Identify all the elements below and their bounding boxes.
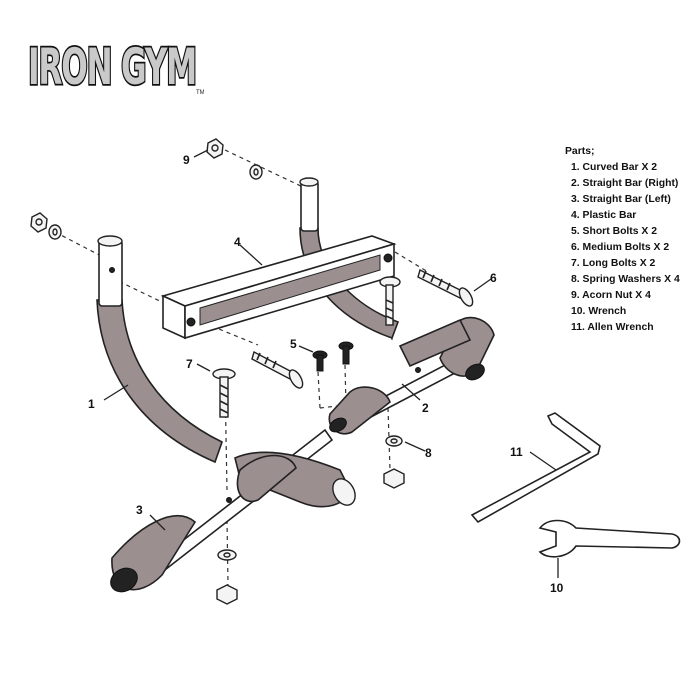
acorn-nut-group-left bbox=[30, 212, 62, 240]
callout-6: 6 bbox=[490, 271, 497, 285]
medium-bolt-upper bbox=[379, 276, 401, 326]
callout-7: 7 bbox=[186, 357, 193, 371]
straight-bar-right bbox=[328, 316, 495, 435]
callout-1: 1 bbox=[88, 397, 95, 411]
parts-list-item: 6. Medium Bolts X 2 bbox=[571, 242, 670, 253]
parts-list-item: 7. Long Bolts X 2 bbox=[571, 258, 656, 269]
assembly-guide-lines bbox=[54, 149, 429, 586]
acorn-nut-icon bbox=[383, 468, 405, 489]
callout-11: 11 bbox=[510, 445, 523, 459]
parts-list-title: Parts; bbox=[565, 146, 595, 157]
logo-trademark: TM bbox=[196, 90, 204, 96]
allen-wrench bbox=[470, 412, 601, 524]
parts-list: Parts; 1. Curved Bar X 2 2. Straight Bar… bbox=[565, 144, 695, 336]
acorn-nut-group-right bbox=[206, 138, 263, 180]
acorn-nut-icon bbox=[216, 584, 238, 605]
callout-8: 8 bbox=[425, 446, 432, 460]
parts-list-item: 8. Spring Washers X 4 bbox=[571, 274, 680, 285]
curved-bar-front bbox=[96, 235, 223, 464]
callout-10: 10 bbox=[550, 581, 564, 595]
parts-list-item: 4. Plastic Bar bbox=[571, 210, 637, 221]
parts-list-item: 11. Allen Wrench bbox=[571, 322, 654, 333]
wrench bbox=[538, 519, 681, 558]
medium-bolt-horizontal bbox=[417, 268, 474, 307]
plastic-bar bbox=[160, 235, 397, 340]
parts-list-item: 10. Wrench bbox=[571, 306, 627, 317]
iron-gym-logo: IRON GYM TM bbox=[26, 36, 204, 96]
callout-5: 5 bbox=[290, 337, 297, 351]
parts-list-item: 3. Straight Bar (Left) bbox=[571, 194, 671, 205]
straight-bar-left bbox=[110, 428, 356, 593]
callout-3: 3 bbox=[136, 503, 143, 517]
callout-4: 4 bbox=[234, 235, 241, 249]
parts-list-item: 2. Straight Bar (Right) bbox=[571, 178, 679, 189]
long-bolt-horizontal bbox=[251, 350, 304, 389]
spring-washer-right bbox=[383, 435, 405, 489]
parts-list-item: 9. Acorn Nut X 4 bbox=[571, 290, 651, 301]
long-bolt bbox=[212, 368, 236, 418]
short-bolts bbox=[312, 341, 354, 372]
logo-text: IRON GYM bbox=[28, 38, 196, 96]
callout-2: 2 bbox=[422, 401, 429, 415]
spring-washer-left bbox=[216, 549, 238, 605]
callout-leaders bbox=[103, 149, 559, 578]
callout-9: 9 bbox=[183, 153, 190, 167]
parts-list-item: 1. Curved Bar X 2 bbox=[571, 162, 658, 173]
callout-labels: 1 2 3 4 5 6 7 8 9 11 10 bbox=[88, 153, 564, 595]
parts-list-item: 5. Short Bolts X 2 bbox=[571, 226, 658, 237]
